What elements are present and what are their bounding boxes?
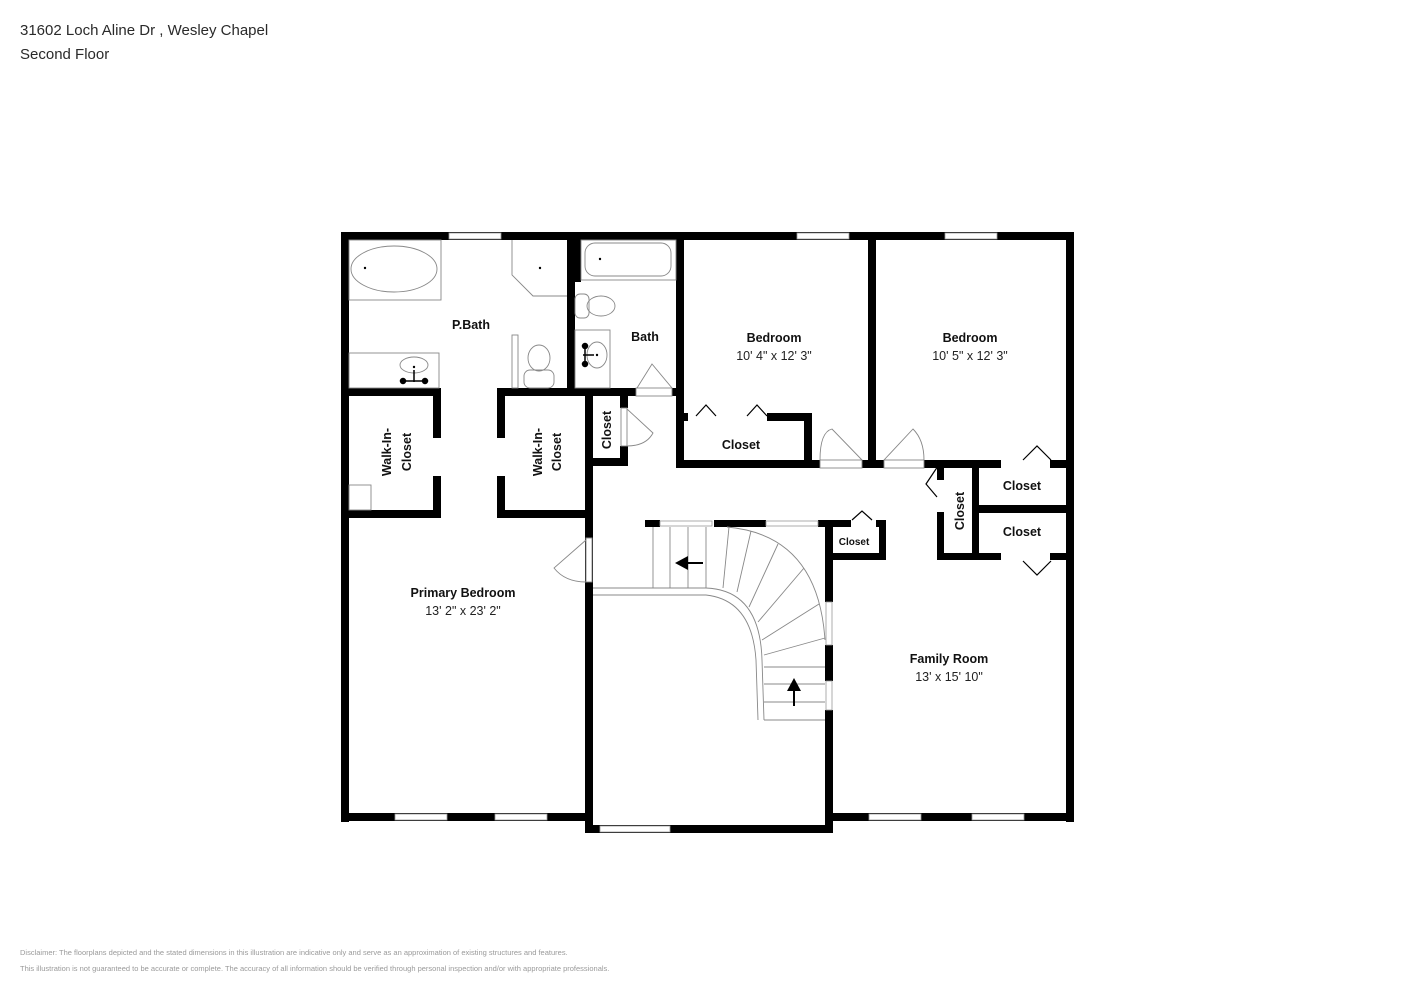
arrow-up-icon	[787, 678, 801, 706]
disclaimer-line-2: This illustration is not guaranteed to b…	[20, 964, 610, 973]
doors	[553, 363, 925, 583]
fixtures	[348, 239, 677, 511]
label-walkin2-line1: Walk-In-	[531, 428, 545, 476]
label-closet-bottom: Closet	[1003, 525, 1042, 539]
dims-bedroom1: 10' 4" x 12' 3"	[736, 349, 812, 363]
walls	[341, 232, 1074, 833]
room-labels: P.Bath Bath Bedroom 10' 4" x 12' 3" Bedr…	[380, 318, 1042, 684]
label-closet-top: Closet	[1003, 479, 1042, 493]
dims-bedroom2: 10' 5" x 12' 3"	[932, 349, 1008, 363]
dims-family-room: 13' x 15' 10"	[915, 670, 983, 684]
label-pbath: P.Bath	[452, 318, 490, 332]
windows	[394, 232, 1025, 833]
label-bedroom2: Bedroom	[943, 331, 998, 345]
label-primary-bedroom: Primary Bedroom	[411, 586, 516, 600]
stair-arrows	[675, 556, 801, 706]
property-address: 31602 Loch Aline Dr , Wesley Chapel	[20, 22, 269, 39]
faucet-icon	[399, 342, 594, 385]
staircase[interactable]	[593, 526, 826, 721]
disclaimer-line-1: Disclaimer: The floorplans depicted and …	[20, 948, 568, 957]
label-bedroom1: Bedroom	[747, 331, 802, 345]
label-hall-closet: Closet	[600, 410, 614, 449]
label-family-room: Family Room	[910, 652, 989, 666]
label-bath: Bath	[631, 330, 659, 344]
label-bedroom1-closet: Closet	[722, 438, 761, 452]
floor-label: Second Floor	[20, 46, 110, 63]
dims-primary-bedroom: 13' 2" x 23' 2"	[425, 604, 501, 618]
label-walkin1-line1: Walk-In-	[380, 428, 394, 476]
arrow-left-icon	[675, 556, 703, 570]
label-walkin2-line2: Closet	[550, 432, 564, 471]
label-closet-vertical: Closet	[953, 491, 967, 530]
closet-doors	[695, 404, 1052, 576]
label-walkin1-line2: Closet	[400, 432, 414, 471]
label-stair-closet: Closet	[839, 537, 870, 548]
